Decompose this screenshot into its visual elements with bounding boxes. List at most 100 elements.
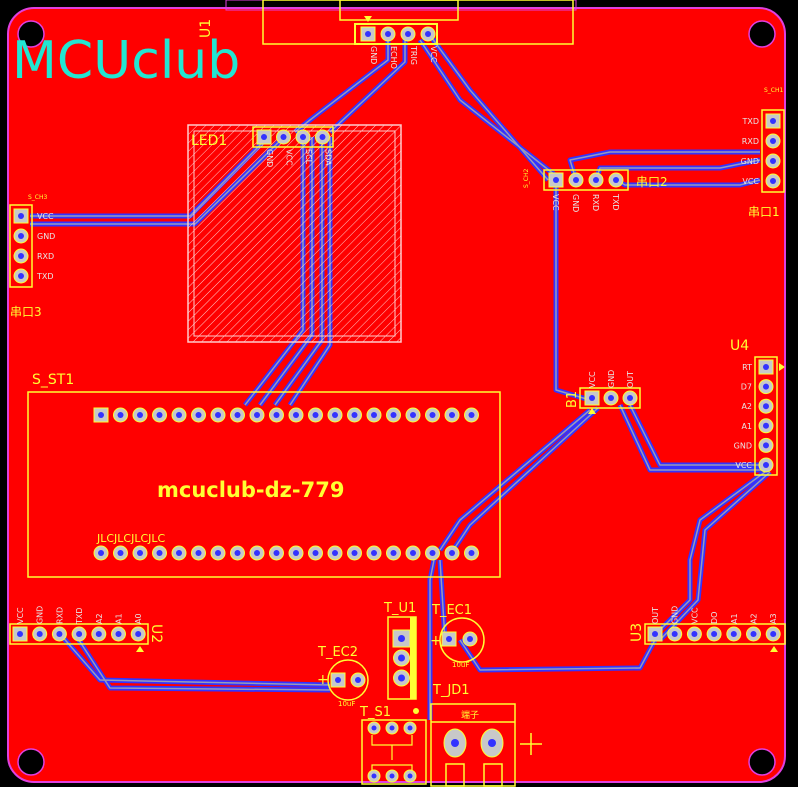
u2-pin-label: TXD: [75, 607, 84, 625]
s-ch2-pin-label: GND: [571, 194, 580, 212]
t-u1-designator: T_U1: [383, 601, 416, 616]
s-st1-drill: [410, 412, 416, 418]
u4-pin-label: VCC: [735, 461, 752, 470]
s-ch1-pin-label: RXD: [742, 137, 759, 146]
b1-drill: [589, 395, 595, 401]
led1-drill: [261, 134, 267, 140]
u3-pin-label: VCC: [690, 607, 699, 624]
s-ch1-drill: [770, 138, 776, 144]
u2-drill: [115, 631, 122, 637]
t-ec2-designator: T_EC2: [317, 645, 358, 660]
s-st1-drill: [390, 412, 397, 418]
u4-designator: U4: [730, 338, 749, 354]
u2-drill: [95, 631, 102, 637]
s-st1-drill: [332, 550, 338, 556]
s-st1-drill: [273, 412, 280, 418]
s-st1-drill: [215, 412, 221, 418]
s-ch2-label: S_CH2: [523, 168, 530, 188]
t-u1-regulator: T_U1: [383, 601, 417, 700]
s-ch1-label: S_CH1: [764, 87, 784, 94]
t-ec2-plus: +: [317, 672, 329, 688]
u4-drill: [763, 383, 769, 390]
s-st1-drill: [234, 412, 241, 418]
s-st1-drill: [293, 550, 299, 556]
led1-pin-label: GND: [265, 149, 274, 167]
s-st1-drill: [429, 412, 436, 418]
s-st1-drill: [293, 412, 299, 418]
s-ch1-drill: [770, 178, 776, 184]
s-ch2-drill: [553, 177, 559, 183]
serial3-label: 串口3: [10, 305, 42, 319]
s-ch2-pin-label: TXD: [611, 193, 620, 211]
s-st1-drill: [312, 412, 319, 418]
u3-drill: [671, 631, 678, 637]
u3-designator: U3: [629, 623, 645, 642]
u1-pin-label: GND: [369, 46, 378, 64]
s-st1-drill: [156, 412, 163, 418]
u4-drill: [763, 442, 769, 449]
s-st1-drill: [332, 412, 338, 418]
s-st1-drill: [254, 550, 260, 556]
s-st1-drill: [468, 412, 475, 418]
board-outline: [7, 7, 786, 783]
u3-pin-label: GND: [671, 606, 680, 624]
s-st1-drill: [254, 412, 260, 418]
s-ch3-drill: [18, 273, 24, 279]
board-name: mcuclub-dz-779: [157, 478, 344, 502]
s-st1-drill: [195, 550, 202, 556]
s-ch3-pin-label: TXD: [36, 272, 54, 281]
u3-drill: [750, 631, 757, 637]
s-st1-drill: [429, 550, 436, 556]
t-ec2-value: 10uF: [338, 700, 355, 708]
s-ch2-pin-label: RXD: [591, 194, 600, 211]
s-ch3-drill: [18, 253, 24, 259]
u4-pin-label: GND: [734, 441, 752, 450]
s-st1-designator: S_ST1: [32, 372, 74, 388]
s-st1-drill: [351, 412, 358, 418]
led1-pin-label: VCC: [285, 149, 294, 166]
s-ch1-pin-label: TXD: [741, 117, 759, 126]
s-st1-drill: [176, 550, 182, 556]
s-st1-drill: [176, 412, 182, 418]
s-st1-mcu: S_ST1 mcuclub-dz-779 JLCJLCJLCJLC: [27, 372, 501, 578]
u2-pin-label: GND: [36, 606, 45, 624]
u1-drill: [365, 31, 371, 37]
t-ec2-capacitor: T_EC2 + 10uF: [317, 645, 369, 708]
led1-drill: [319, 134, 326, 140]
b1-pin-label: VCC: [588, 371, 597, 388]
t-ec1-value: 10uF: [452, 661, 469, 669]
s-st1-drill: [215, 550, 221, 556]
u3-drill: [770, 631, 777, 637]
u2-drill: [17, 631, 23, 637]
s-st1-drill: [98, 412, 104, 418]
u3-pin-label: A3: [769, 613, 778, 624]
u4-pin-label: RT: [742, 363, 752, 372]
s-st1-drill: [449, 412, 455, 418]
led1-pin-label: SCL: [304, 149, 313, 165]
u2-drill: [135, 631, 142, 637]
u4-drill: [763, 462, 769, 468]
u4-pin-label: D7: [741, 383, 752, 392]
u3-drill: [652, 631, 658, 637]
s-st1-drill: [98, 550, 104, 556]
u3-drill: [691, 631, 698, 637]
s-st1-drill: [410, 550, 416, 556]
s-ch1-pin-label: VCC: [742, 177, 759, 186]
s-ch2-drill: [613, 177, 619, 183]
u1-drill: [405, 31, 411, 37]
u3-pin-label: DO: [710, 612, 719, 624]
s-ch3-label: S_CH3: [28, 194, 48, 201]
s-st1-drill: [312, 550, 319, 556]
mounting-holes: [17, 20, 776, 776]
s-st1-drill: [234, 550, 241, 556]
u2-pin-label: RXD: [55, 607, 64, 624]
u2-drill: [36, 631, 43, 637]
s-st1-drill: [273, 550, 280, 556]
s-ch1-drill: [770, 118, 776, 124]
